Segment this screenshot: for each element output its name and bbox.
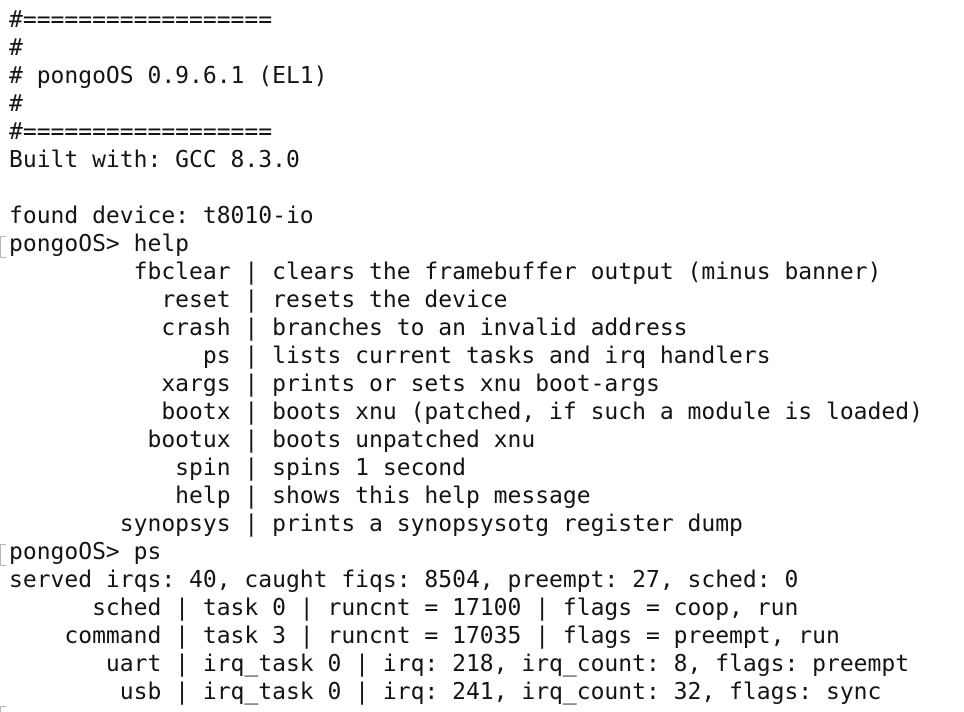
help-row-crash: crash | branches to an invalid address — [9, 315, 688, 341]
build-info: Built with: GCC 8.3.0 — [9, 147, 300, 173]
command-line-help: pongoOS> help — [9, 231, 190, 257]
irq-summary: served irqs: 40, caught fiqs: 8504, pree… — [9, 567, 799, 593]
help-row-xargs: xargs | prints or sets xnu boot-args — [9, 371, 660, 397]
blank-line — [9, 174, 923, 202]
banner-line: # — [9, 91, 23, 117]
help-row-bootx: bootx | boots xnu (patched, if such a mo… — [9, 399, 923, 425]
help-row-spin: spin | spins 1 second — [9, 455, 466, 481]
help-row-bootux: bootux | boots unpatched xnu — [9, 427, 536, 453]
task-row-command: command | task 3 | runcnt = 17035 | flag… — [9, 623, 840, 649]
help-row-fbclear: fbclear | clears the framebuffer output … — [9, 259, 882, 285]
banner-title: # pongoOS 0.9.6.1 (EL1) — [9, 63, 328, 89]
prompt-mark — [0, 236, 6, 258]
help-row-help: help | shows this help message — [9, 483, 591, 509]
banner-line: # — [9, 35, 23, 61]
irq-row-uart: uart | irq_task 0 | irq: 218, irq_count:… — [9, 651, 910, 677]
banner-border-bottom: #================== — [9, 119, 273, 145]
prompt-mark — [0, 544, 6, 566]
help-row-synopsys: synopsys | prints a synopsysotg register… — [9, 511, 743, 537]
device-info: found device: t8010-io — [9, 203, 314, 229]
terminal-output: #================== # # pongoOS 0.9.6.1 … — [9, 6, 923, 706]
help-row-ps: ps | lists current tasks and irq handler… — [9, 343, 771, 369]
task-row-sched: sched | task 0 | runcnt = 17100 | flags … — [9, 595, 799, 621]
irq-row-usb: usb | irq_task 0 | irq: 241, irq_count: … — [9, 679, 882, 705]
command-line-ps: pongoOS> ps — [9, 539, 162, 565]
prompt-mark — [0, 706, 6, 712]
help-row-reset: reset | resets the device — [9, 287, 508, 313]
banner-border-top: #================== — [9, 7, 273, 33]
